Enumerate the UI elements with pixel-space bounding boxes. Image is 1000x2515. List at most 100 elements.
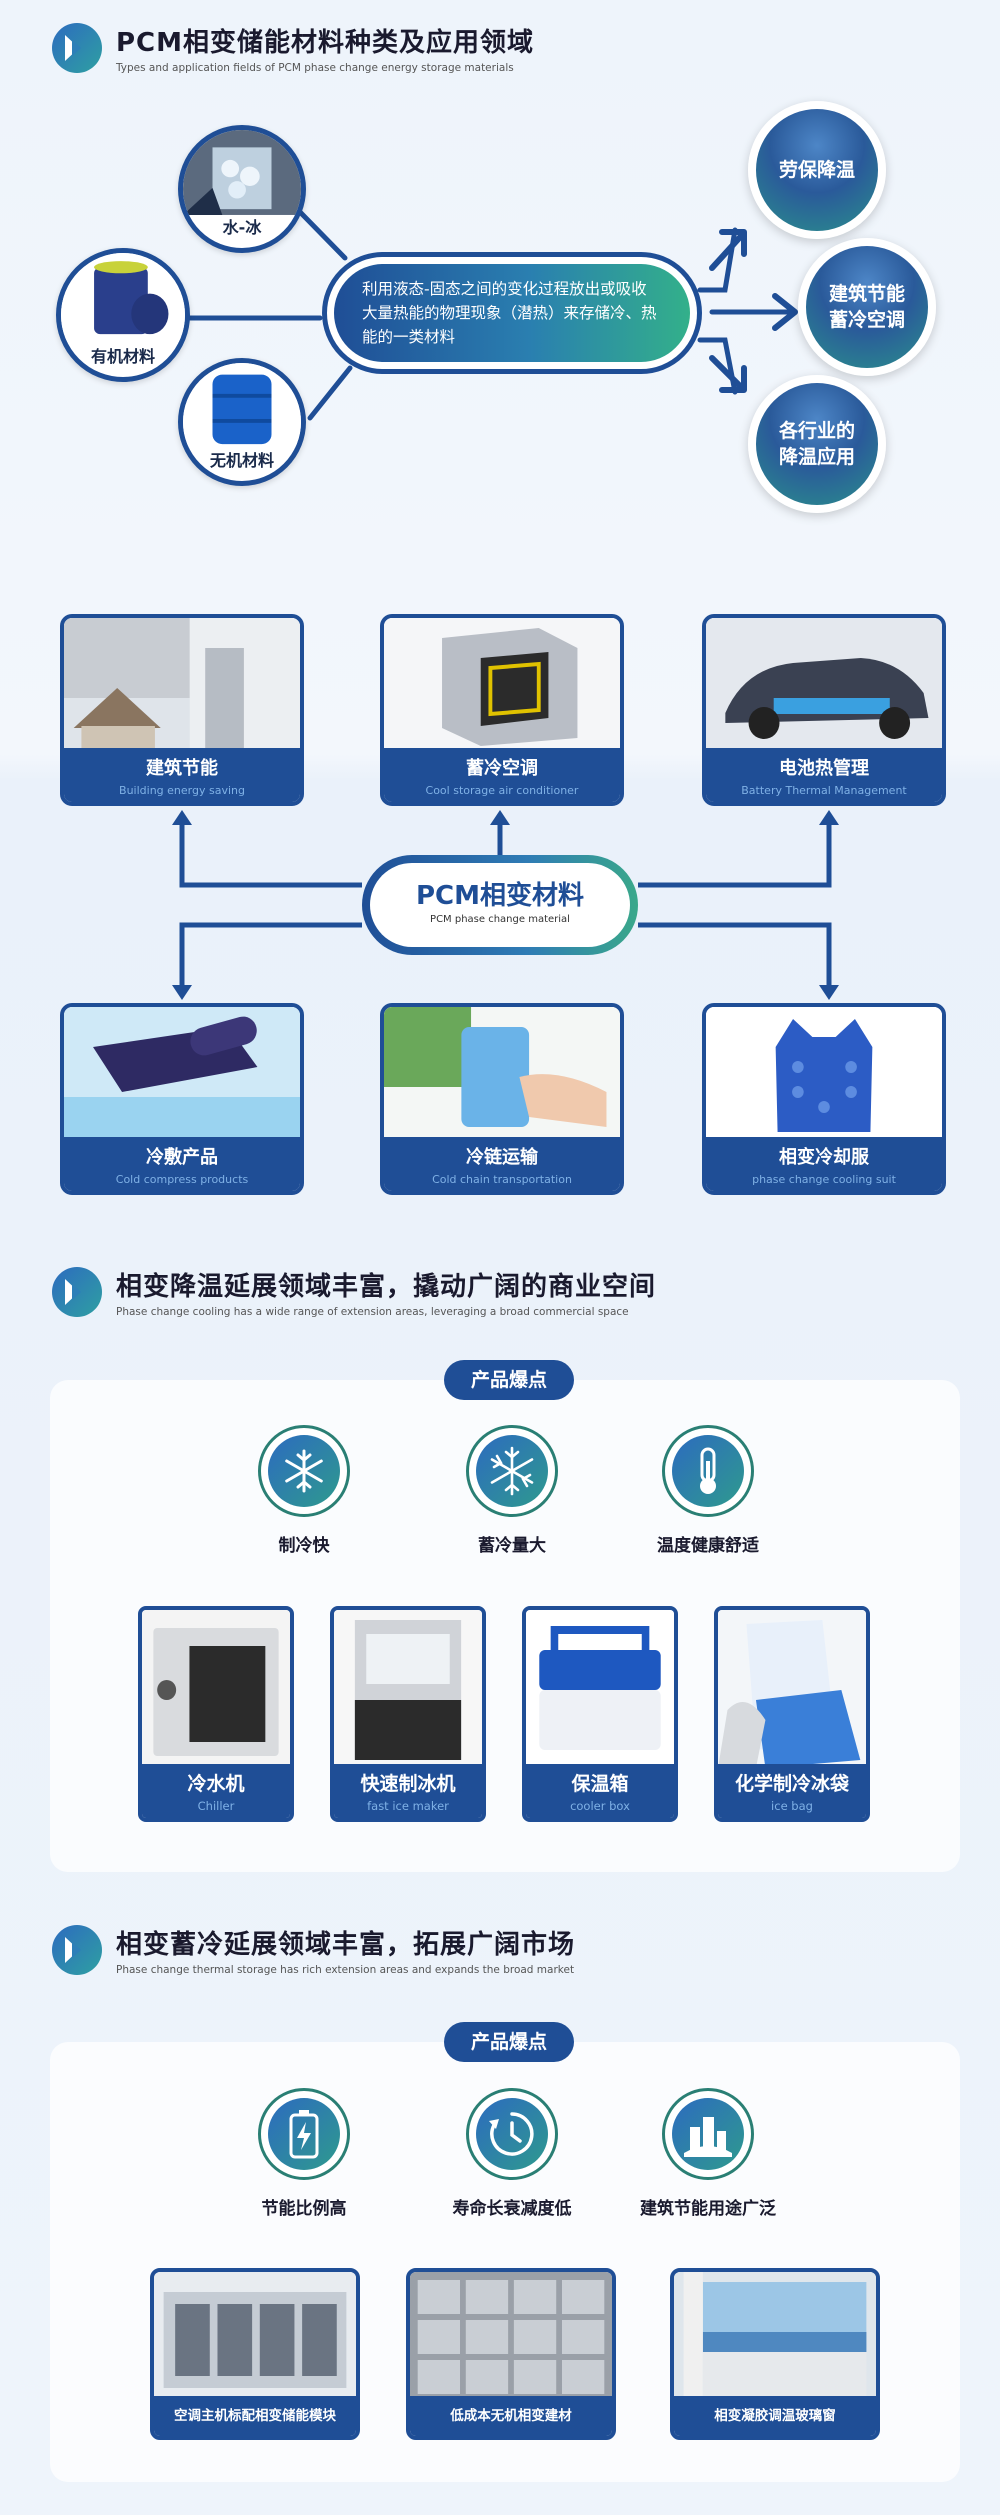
material-organic: 有机材料: [56, 248, 190, 382]
card-title: 冷敷产品: [146, 1147, 218, 1168]
material-panel-image: [410, 2272, 612, 2398]
product-subtitle: ice bag: [771, 1799, 813, 1813]
feature-label: 制冷快: [278, 1536, 330, 1556]
card-subtitle: Building energy saving: [119, 784, 245, 797]
brand-arrow-icon: [52, 1925, 102, 1975]
feature-label: 建筑节能用途广泛: [640, 2199, 776, 2219]
app-card-building: 建筑节能 Building energy saving: [60, 614, 304, 806]
product-ice-bag: 化学制冷冰袋 ice bag: [714, 1606, 870, 1822]
brand-arrow-icon: [52, 1267, 102, 1317]
product-highlights-badge: 产品爆点: [444, 1360, 574, 1400]
snowflake-icon: [490, 1446, 534, 1496]
product-subtitle: fast ice maker: [367, 1799, 449, 1813]
building-image: [64, 618, 300, 752]
feature-item: 制冷快: [229, 1425, 379, 1556]
card-subtitle: phase change cooling suit: [752, 1173, 896, 1186]
section1-header: PCM相变储能材料种类及应用领域 Types and application f…: [52, 22, 534, 74]
section2-header: 相变降温延展领域丰富，撬动广阔的商业空间 Phase change coolin…: [52, 1266, 656, 1318]
app-card-battery: 电池热管理 Battery Thermal Management: [702, 614, 946, 806]
car-image: [706, 618, 942, 752]
application-label: 各行业的 降温应用: [778, 420, 855, 468]
app-card-cold-compress: 冷敷产品 Cold compress products: [60, 1003, 304, 1195]
section2-subtitle: Phase change cooling has a wide range of…: [116, 1306, 629, 1318]
section1-title: PCM相变储能材料种类及应用领域: [116, 28, 535, 58]
product-gel-window: 相变凝胶调温玻璃窗: [670, 2268, 880, 2440]
section3-title: 相变蓄冷延展领域丰富，拓展广阔市场: [116, 1930, 576, 1960]
card-title: 冷链运输: [466, 1147, 538, 1168]
thermometer-icon: [700, 1447, 716, 1494]
battery-charge-icon: [289, 2110, 319, 2159]
ice-pack-image: [384, 1007, 620, 1141]
card-title: 相变冷却服: [779, 1147, 869, 1168]
app-card-cooling-suit: 相变冷却服 phase change cooling suit: [702, 1003, 946, 1195]
section2-title: 相变降温延展领域丰富，撬动广阔的商业空间: [116, 1272, 657, 1302]
feature-item: 温度健康舒适: [633, 1425, 783, 1556]
building-icon: [684, 2117, 732, 2157]
material-water-ice: 水-冰: [178, 125, 306, 253]
product-ac-module: 空调主机标配相变储能模块: [150, 2268, 360, 2440]
application-ball: 劳保降温: [748, 101, 886, 239]
barrel-image: [61, 253, 185, 343]
chiller-image: [142, 1610, 290, 1768]
card-subtitle: Cool storage air conditioner: [425, 784, 579, 797]
material-label: 有机材料: [90, 347, 155, 366]
ice-maker-image: [334, 1610, 482, 1768]
pcm-connectors: [172, 810, 839, 1000]
section3-subtitle: Phase change thermal storage has rich ex…: [116, 1964, 575, 1976]
feature-item: 节能比例高: [229, 2088, 379, 2219]
cooling-vest-image: [706, 1007, 942, 1141]
ac-unit-image: [154, 2272, 356, 2398]
container-image: [384, 618, 620, 752]
clock-icon: [489, 2112, 534, 2156]
product-title: 冷水机: [187, 1773, 245, 1795]
product-ice-maker: 快速制冰机 fast ice maker: [330, 1606, 486, 1822]
section3-header: 相变蓄冷延展领域丰富，拓展广阔市场 Phase change thermal s…: [52, 1924, 575, 1976]
product-highlights-badge: 产品爆点: [444, 2022, 574, 2062]
product-inorganic-material: 低成本无机相变建材: [406, 2268, 616, 2440]
product-title: 化学制冷冰袋: [734, 1773, 849, 1795]
card-title: 建筑节能: [146, 758, 218, 779]
card-subtitle: Cold chain transportation: [432, 1173, 572, 1186]
definition-text: 利用液态-固态之间的变化过程放出或吸收大量热能的物理现象（潜热）来存储冷、热能的…: [334, 264, 690, 362]
cold-compress-image: [64, 1007, 300, 1141]
definition-pill: 利用液态-固态之间的变化过程放出或吸收大量热能的物理现象（潜热）来存储冷、热能的…: [322, 252, 702, 374]
app-card-cool-storage: 蓄冷空调 Cool storage air conditioner: [380, 614, 624, 806]
window-image: [674, 2272, 876, 2398]
ice-glass-image: [183, 130, 301, 215]
feature-label: 寿命长衰减度低: [452, 2199, 572, 2219]
product-title: 空调主机标配相变储能模块: [154, 2396, 356, 2436]
pcm-subtitle: PCM phase change material: [430, 914, 570, 925]
feature-label: 蓄冷量大: [478, 1536, 546, 1556]
blue-drum-image: [183, 363, 301, 448]
application-label: 劳保降温: [778, 159, 855, 181]
application-label: 建筑节能 蓄冷空调: [828, 283, 905, 331]
feature-item: 建筑节能用途广泛: [633, 2088, 783, 2219]
feature-label: 温度健康舒适: [657, 1536, 759, 1556]
product-subtitle: cooler box: [570, 1799, 630, 1813]
pcm-center-pill: PCM相变材料 PCM phase change material: [362, 855, 638, 955]
brand-arrow-icon: [52, 23, 102, 73]
feature-item: 蓄冷量大: [437, 1425, 587, 1556]
cooler-box-image: [526, 1610, 674, 1768]
section1-subtitle: Types and application fields of PCM phas…: [116, 62, 514, 74]
snowflake-icon: [285, 1449, 323, 1493]
material-inorganic: 无机材料: [178, 358, 306, 486]
card-title: 电池热管理: [779, 758, 869, 779]
product-title: 低成本无机相变建材: [410, 2396, 612, 2436]
app-card-cold-chain: 冷链运输 Cold chain transportation: [380, 1003, 624, 1195]
product-subtitle: Chiller: [197, 1799, 235, 1813]
product-title: 快速制冰机: [360, 1773, 456, 1795]
material-label: 无机材料: [209, 451, 274, 470]
card-subtitle: Battery Thermal Management: [741, 784, 907, 797]
product-title: 相变凝胶调温玻璃窗: [674, 2396, 876, 2436]
pcm-title: PCM相变材料: [415, 881, 584, 911]
card-title: 蓄冷空调: [466, 758, 538, 779]
material-label: 水-冰: [222, 218, 262, 237]
application-ball: 建筑节能 蓄冷空调: [798, 238, 936, 376]
card-subtitle: Cold compress products: [115, 1173, 249, 1186]
product-title: 保温箱: [571, 1773, 629, 1795]
feature-item: 寿命长衰减度低: [437, 2088, 587, 2219]
product-chiller: 冷水机 Chiller: [138, 1606, 294, 1822]
ice-bag-image: [718, 1610, 866, 1768]
product-cooler-box: 保温箱 cooler box: [522, 1606, 678, 1822]
